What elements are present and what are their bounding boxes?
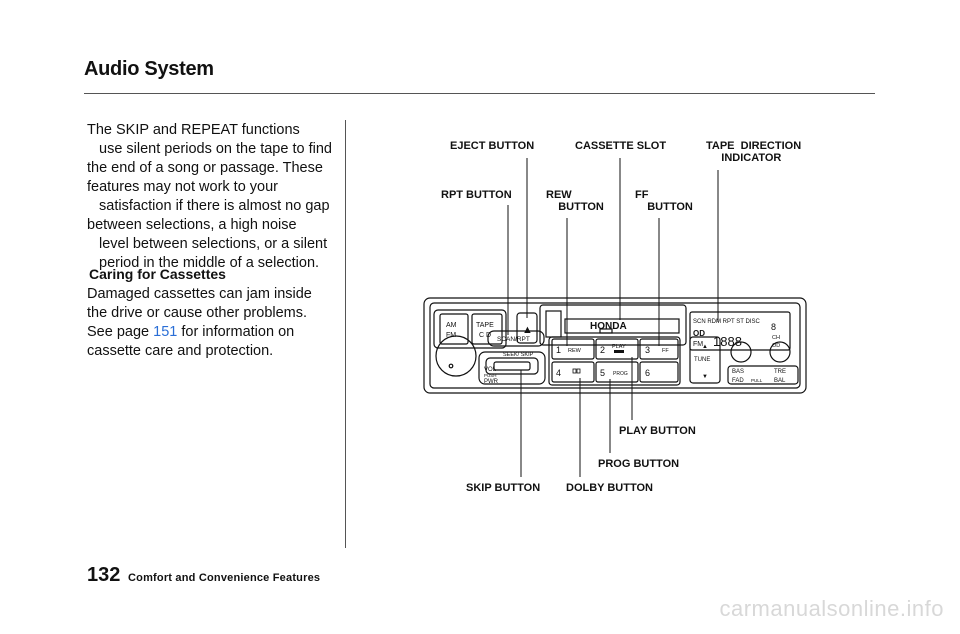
dolby-button-label: DOLBY BUTTON xyxy=(566,482,653,494)
skip-button-label: SKIP BUTTON xyxy=(466,482,541,494)
tune-label: TUNE xyxy=(694,357,710,363)
preset-3-num: 3 xyxy=(645,345,650,355)
header-rule xyxy=(84,93,875,94)
tune-button xyxy=(689,336,721,384)
fm-label: FM xyxy=(446,332,456,339)
volume-knob xyxy=(435,335,477,377)
display-disc-digit: 8 xyxy=(771,322,776,332)
tune-up-icon: ▲ xyxy=(702,344,708,350)
preset-2-num: 2 xyxy=(600,345,605,355)
play-indicator xyxy=(614,350,624,353)
lcd-display xyxy=(689,311,791,351)
caring-paragraph: Damaged cassettes can jam inside the dri… xyxy=(87,285,345,361)
display-fm: FM xyxy=(693,341,703,348)
tune-down-icon: ▼ xyxy=(702,374,708,380)
prog-button-label: PROG BUTTON xyxy=(598,458,680,470)
vol-label: VOL xyxy=(484,367,497,373)
radio-housing xyxy=(423,297,807,394)
para-line: level between selections, or a silent xyxy=(99,236,328,252)
am-fm-button xyxy=(439,313,469,345)
push-label: PUSH xyxy=(484,373,497,378)
preset-5-prog xyxy=(595,361,639,383)
para-line: between selections, a high noise xyxy=(87,217,297,233)
seek-skip-rocker xyxy=(485,357,539,375)
bass-knob xyxy=(730,341,752,363)
para-line: The SKIP and REPEAT functions xyxy=(87,122,300,138)
treble-knob xyxy=(769,341,791,363)
skip-repeat-paragraph: The SKIP and REPEAT functions use silent… xyxy=(87,121,345,273)
cd-label: C D xyxy=(479,332,491,339)
rocker-bar xyxy=(493,361,531,371)
display-ch: CH xyxy=(772,335,780,341)
brand-logo: HONDA xyxy=(590,321,627,332)
para-line: Damaged cassettes can jam inside xyxy=(87,286,312,302)
slot-mark xyxy=(599,328,613,334)
display-od: OD xyxy=(693,329,705,338)
preset-2-play xyxy=(595,338,639,360)
caring-subheading: Caring for Cassettes xyxy=(89,266,226,282)
prog-label: PROG xyxy=(613,371,628,377)
preset-4-num: 4 xyxy=(556,368,561,378)
bas-label: BAS xyxy=(732,369,744,375)
pwr-label: PWR xyxy=(484,379,499,385)
para-line: use silent periods on the tape to find xyxy=(99,141,332,157)
fad-label: FAD xyxy=(732,378,744,384)
page-number: 132 xyxy=(87,564,121,586)
tre-label: TRE xyxy=(774,369,786,375)
para-line: cassette care and protection. xyxy=(87,343,274,359)
seek-skip-label: SEEK/ SKIP xyxy=(503,352,534,358)
radio-faceplate xyxy=(429,302,801,389)
display-digits: 1888 xyxy=(713,334,742,349)
cassette-door xyxy=(539,304,687,346)
knob-dot xyxy=(448,363,454,369)
preset-1-num: 1 xyxy=(556,345,561,355)
see-page-text: See page xyxy=(87,324,154,340)
para-line: See page 151 for information on xyxy=(87,323,345,342)
pull-label: PULL xyxy=(751,378,763,383)
tape-cd-button xyxy=(471,313,503,345)
scan-rpt-label: SCAN/RPT xyxy=(497,336,530,343)
preset-frame xyxy=(548,336,681,386)
rew-button-label: REW BUTTON xyxy=(546,189,604,213)
para-line: satisfaction if there is almost no gap xyxy=(99,198,330,214)
rew-label: REW xyxy=(568,348,582,354)
section-footer: Comfort and Convenience Features xyxy=(128,572,321,584)
display-od2: OD xyxy=(772,343,780,349)
preset-6 xyxy=(639,361,679,383)
preset-5-num: 5 xyxy=(600,368,605,378)
door-window xyxy=(545,310,562,338)
page-title: Audio System xyxy=(84,58,214,80)
para-line: the end of a song or passage. These xyxy=(87,160,323,176)
band-block xyxy=(433,309,507,349)
dolby-icon xyxy=(572,368,581,374)
page-151-link[interactable]: 151 xyxy=(153,324,178,340)
display-modes: SCN RDM RPT ST DISC xyxy=(693,319,760,325)
bal-label: BAL xyxy=(774,378,786,384)
site-watermark: carmanualsonline.info xyxy=(719,596,944,621)
eject-symbol: ▲ xyxy=(522,324,533,336)
tape-direction-label: TAPE DIRECTION INDICATOR xyxy=(706,140,802,164)
scan-rpt-button xyxy=(487,330,545,347)
eject-button-label: EJECT BUTTON xyxy=(450,140,535,152)
tone-frame xyxy=(727,365,799,385)
para-line: features may not work to your xyxy=(87,179,278,195)
para-line: period in the middle of a selection. xyxy=(99,255,320,271)
preset-4-dolby xyxy=(551,361,595,383)
para-line: the drive or cause other problems. xyxy=(87,305,308,321)
cassette-slot-label: CASSETTE SLOT xyxy=(575,140,667,152)
preset-6-num: 6 xyxy=(645,368,650,378)
play-button-label: PLAY BUTTON xyxy=(619,425,696,437)
rpt-button-label: RPT BUTTON xyxy=(441,189,512,201)
column-divider xyxy=(345,120,346,548)
cassette-slot xyxy=(564,318,680,334)
play-label: PLAY xyxy=(612,344,626,350)
ff-label: FF xyxy=(662,348,669,354)
am-label: AM xyxy=(446,322,457,329)
seek-skip-frame xyxy=(478,351,546,385)
preset-1-rew xyxy=(551,338,595,360)
tape-label: TAPE xyxy=(476,322,494,329)
info-text: for information on xyxy=(177,324,295,340)
ff-button-label: FF BUTTON xyxy=(635,189,693,213)
